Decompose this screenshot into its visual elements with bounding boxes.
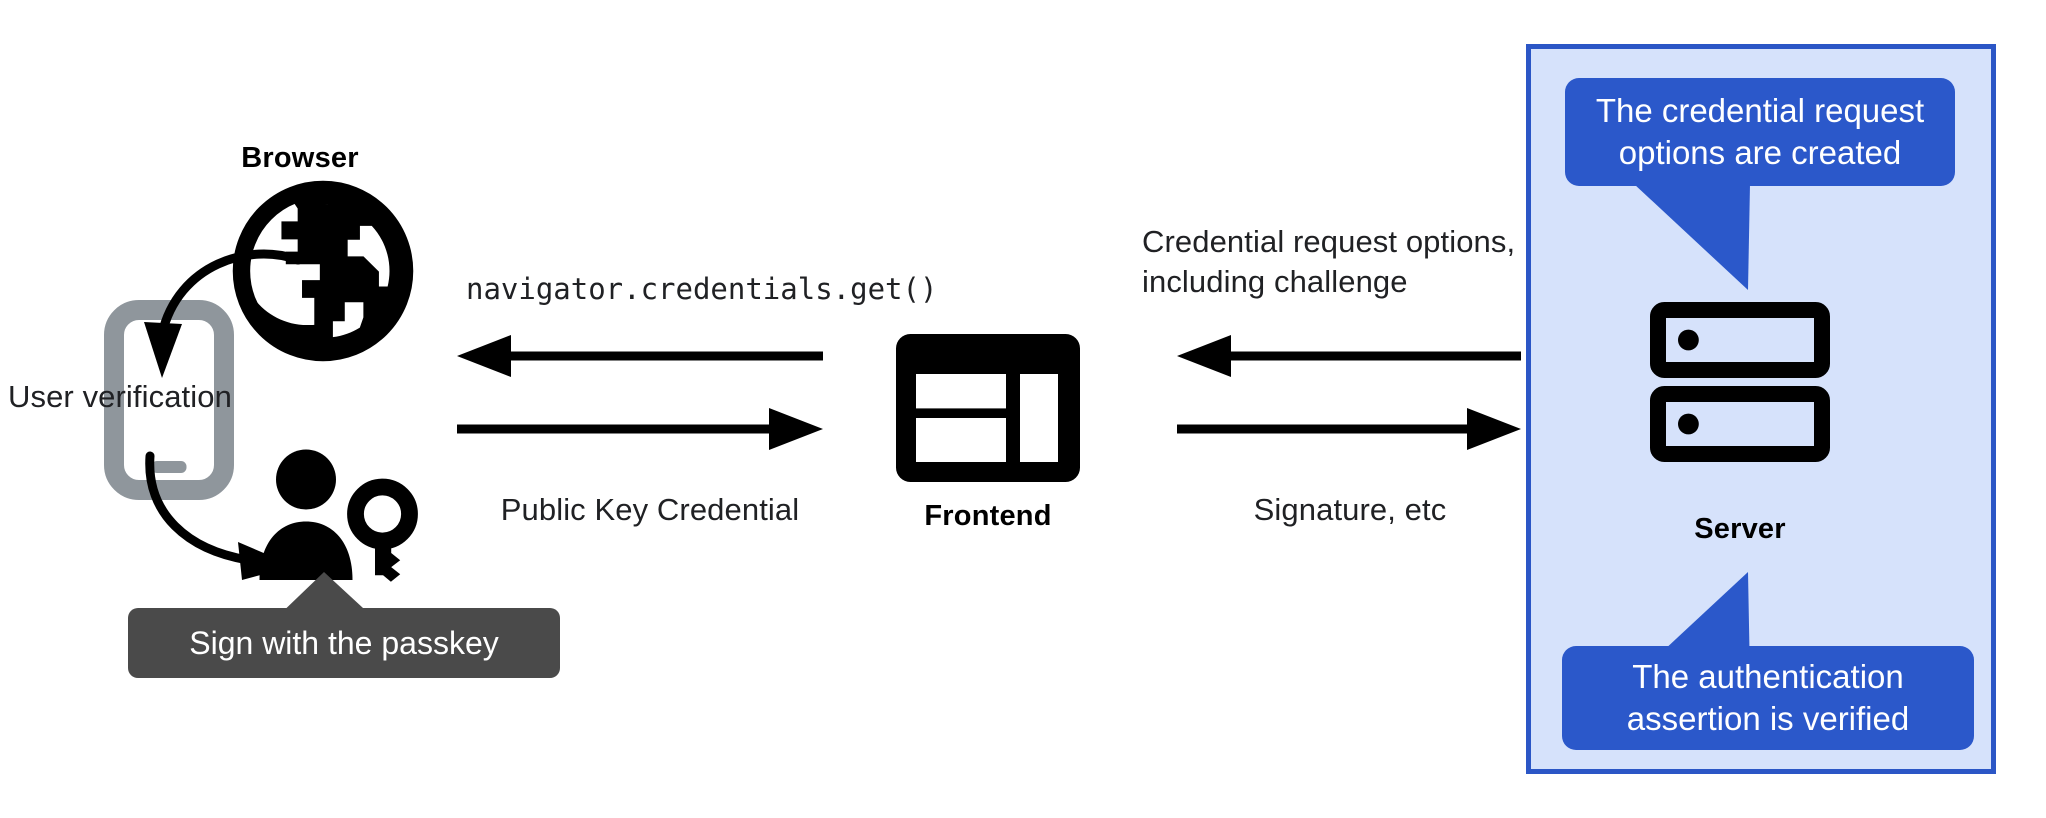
assertion-verified-callout: The authentication assertion is verified: [1562, 646, 1974, 750]
credential-options-callout-text: The credential request options are creat…: [1595, 91, 1925, 171]
arrow-browser-to-phone: [144, 249, 303, 378]
assertion-verified-callout-text: The authentication assertion is verified: [1626, 657, 1910, 737]
navigator-credentials-get-label: navigator.credentials.get(): [466, 272, 938, 306]
globe-icon: [232, 180, 414, 362]
public-key-credential-label: Public Key Credential: [500, 492, 800, 527]
web-layout-icon: [896, 334, 1080, 482]
signature-etc-label: Signature, etc: [1253, 492, 1447, 527]
browser-label: Browser: [241, 142, 359, 174]
credential-options-callout: The credential request options are creat…: [1565, 78, 1955, 186]
arrow-frontend-to-server: [1177, 408, 1521, 450]
frontend-label: Frontend: [924, 500, 1052, 532]
user-verification-label: User verification: [8, 379, 232, 414]
sign-with-passkey-tooltip: Sign with the passkey: [128, 608, 560, 678]
arrow-browser-to-frontend: [457, 408, 823, 450]
arrow-frontend-to-browser: [457, 335, 823, 377]
tooltip-text: Sign with the passkey: [189, 624, 499, 661]
person-with-key-icon: [259, 449, 418, 582]
server-label: Server: [1694, 513, 1786, 545]
credential-options-callout-tail: [1634, 184, 1750, 290]
arrow-server-to-frontend: [1177, 335, 1521, 377]
server-rack-icon: [1650, 302, 1830, 462]
credential-request-options-label: Credential request options, including ch…: [1142, 224, 1516, 300]
